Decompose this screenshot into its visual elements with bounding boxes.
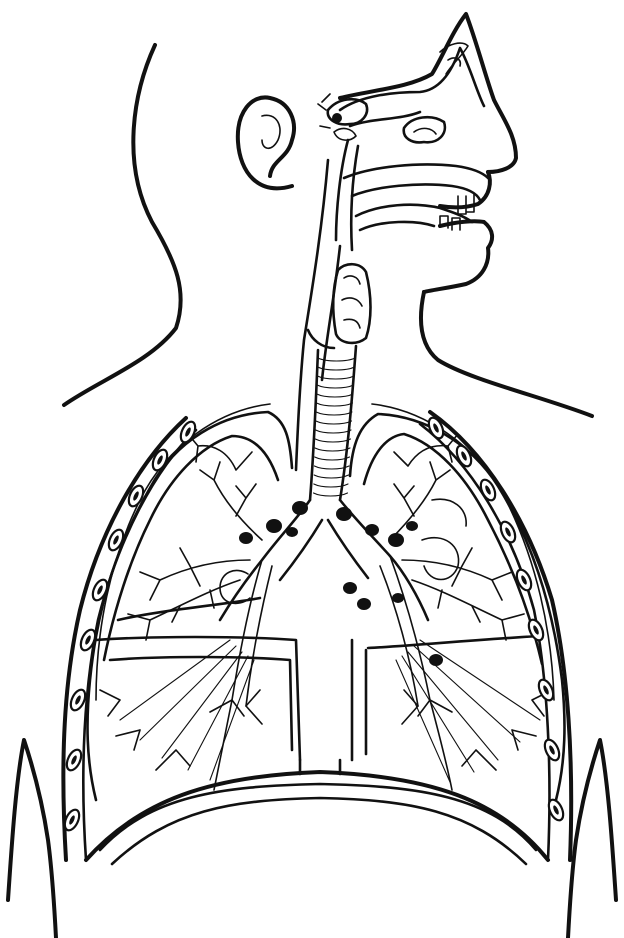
trachea-ring	[315, 448, 350, 451]
right-arm-outline	[568, 740, 616, 938]
oral-cavity	[336, 140, 488, 250]
lymph-node	[266, 519, 282, 533]
lymph-node	[392, 593, 404, 603]
ear-outline	[238, 97, 294, 188]
lower-lip	[424, 221, 492, 292]
lymph-node	[406, 521, 418, 531]
lymph-node	[239, 532, 253, 544]
trachea-ring	[317, 385, 353, 388]
lymph-node	[336, 507, 352, 521]
lymph-nodes	[239, 501, 443, 666]
left-arm-outline	[8, 740, 56, 938]
ear-inner	[262, 115, 280, 148]
lymph-node	[343, 582, 357, 594]
lymph-node	[286, 527, 298, 537]
neck-front	[421, 292, 592, 416]
trachea-ring	[314, 493, 348, 496]
sinus-shape	[404, 117, 445, 142]
trachea-ring	[315, 439, 350, 442]
lymph-node	[388, 533, 404, 547]
trachea-ring	[317, 403, 353, 406]
head-neck-outline	[64, 14, 592, 416]
face-profile	[340, 14, 516, 172]
trachea-ring	[316, 412, 352, 415]
lymph-node	[292, 501, 308, 515]
lymph-node	[365, 524, 379, 536]
diaphragm	[86, 760, 548, 864]
nasal-cavity	[318, 43, 484, 142]
lymph-node	[429, 654, 443, 666]
trachea-ring	[316, 430, 351, 433]
left-lung	[88, 412, 300, 800]
trachea-ring	[317, 394, 353, 397]
trachea-ring	[316, 421, 352, 424]
lymph-node	[357, 598, 371, 610]
